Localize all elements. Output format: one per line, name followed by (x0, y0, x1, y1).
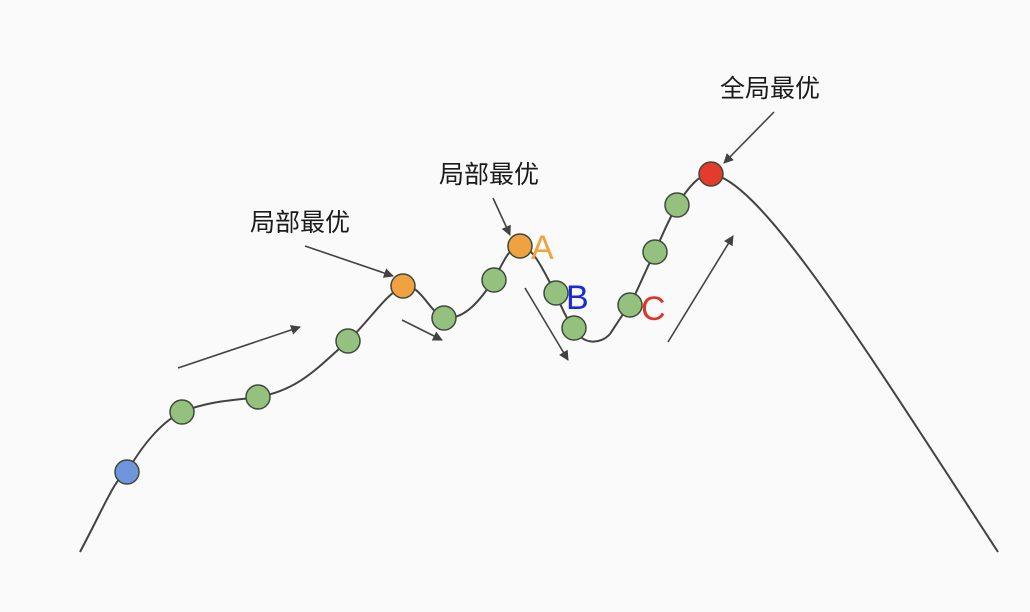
local-optimum-label-1: 局部最优 (250, 208, 350, 237)
point-b-label: B (566, 279, 589, 317)
path-point (431, 305, 457, 331)
climb-arrow-2 (667, 235, 734, 343)
point-a-label: A (531, 229, 554, 267)
path-point (543, 280, 569, 306)
path-point (561, 315, 587, 341)
global-optimum-label: 全局最优 (720, 74, 820, 103)
path-point (642, 239, 668, 265)
path-point (617, 292, 643, 318)
path-point (664, 192, 690, 218)
local-optimum-1-pointer (304, 245, 394, 278)
path-point (481, 267, 507, 293)
global-optimum-point (698, 161, 724, 187)
point-c-label: C (641, 290, 666, 328)
path-point (169, 399, 195, 425)
descent-arrow-1 (401, 319, 443, 341)
path-point (245, 384, 271, 410)
global-optimum-pointer (723, 111, 775, 164)
local-optimum-2-pointer (492, 197, 511, 236)
local-optimum-label-2: 局部最优 (439, 160, 539, 189)
local-optimum-point-2 (507, 233, 533, 259)
path-point (335, 328, 361, 354)
climb-arrow-1 (177, 325, 301, 369)
local-optimum-point-1 (390, 273, 416, 299)
start-point (114, 459, 140, 485)
descent-arrow-2 (524, 287, 569, 361)
